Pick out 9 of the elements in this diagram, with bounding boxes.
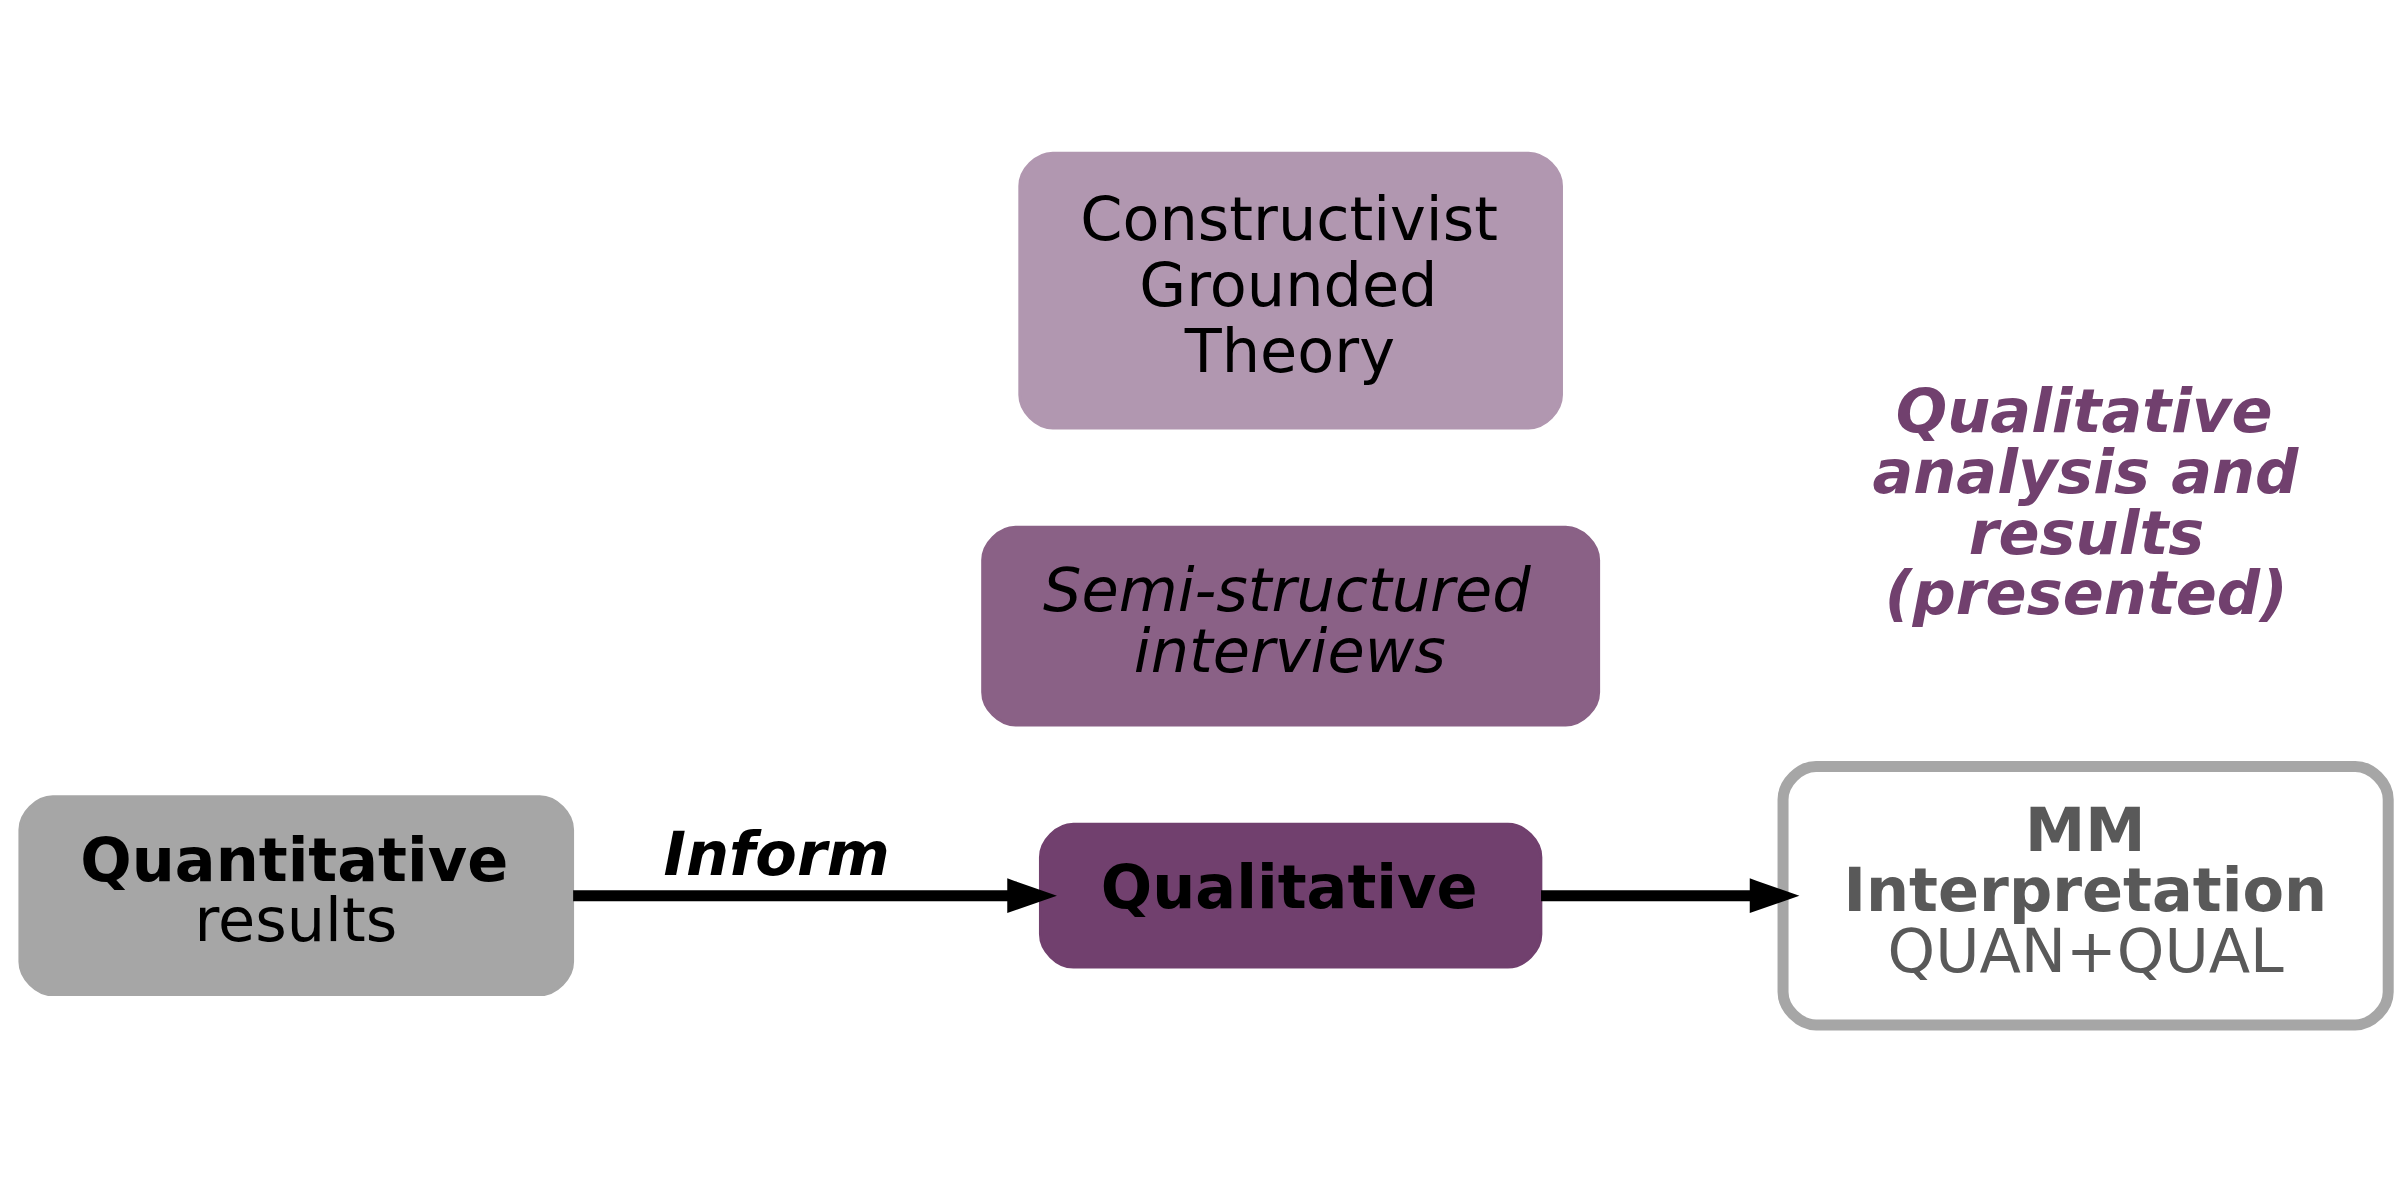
label: Qualitative analysis and results (presented) <box>1872 375 2299 628</box>
node-box: Quantitative results <box>18 794 575 996</box>
node-box: Constructivist Grounded Theory <box>1018 151 1563 429</box>
arrow <box>1541 877 1800 913</box>
node-box: Qualitative <box>1038 822 1543 969</box>
node-box: Semi-structured interviews <box>981 525 1601 727</box>
arrow <box>573 877 1057 913</box>
edge-label: Inform <box>663 818 890 889</box>
node-box: MM Interpretation QUAN+QUAL <box>1777 760 2394 1030</box>
